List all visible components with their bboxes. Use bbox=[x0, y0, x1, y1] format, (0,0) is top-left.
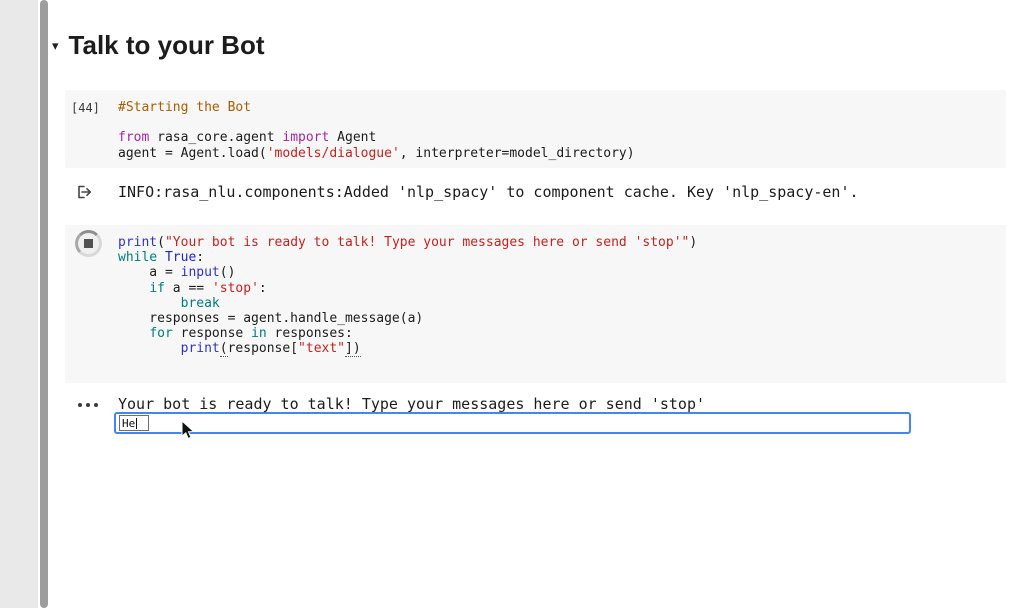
execution-count[interactable]: [44] bbox=[71, 101, 100, 115]
cell1-output-text: INFO:rasa_nlu.components:Added 'nlp_spac… bbox=[118, 183, 859, 201]
cell2-output-text: Your bot is ready to talk! Type your mes… bbox=[118, 395, 705, 413]
stdin-value: He bbox=[122, 416, 136, 430]
text-caret bbox=[136, 417, 138, 429]
output-icon bbox=[78, 185, 91, 199]
mouse-cursor bbox=[181, 420, 195, 440]
code-cell-2: print("Your bot is ready to talk! Type y… bbox=[65, 225, 1006, 383]
code-editor-2[interactable]: print("Your bot is ready to talk! Type y… bbox=[118, 235, 698, 358]
section-title: Talk to your Bot bbox=[68, 30, 265, 60]
stdin-input-field[interactable]: He bbox=[114, 412, 911, 434]
running-indicator-icon bbox=[78, 403, 98, 407]
code-editor-1[interactable]: #Starting the Bot from rasa_core.agent i… bbox=[118, 100, 635, 161]
section-collapse-icon[interactable]: ▾ bbox=[52, 37, 59, 53]
code-cell-1: [44] #Starting the Bot from rasa_core.ag… bbox=[65, 90, 1006, 168]
cell2-output-area: Your bot is ready to talk! Type your mes… bbox=[65, 394, 1006, 454]
left-gutter bbox=[0, 0, 38, 608]
cell1-output-area: INFO:rasa_nlu.components:Added 'nlp_spac… bbox=[75, 183, 859, 201]
vertical-scrollbar-thumb[interactable] bbox=[40, 0, 48, 608]
stop-icon bbox=[84, 239, 93, 248]
stdin-inner-input[interactable]: He bbox=[119, 415, 149, 431]
section-header: ▾ Talk to your Bot bbox=[52, 30, 265, 60]
stop-execution-button[interactable] bbox=[75, 230, 102, 257]
